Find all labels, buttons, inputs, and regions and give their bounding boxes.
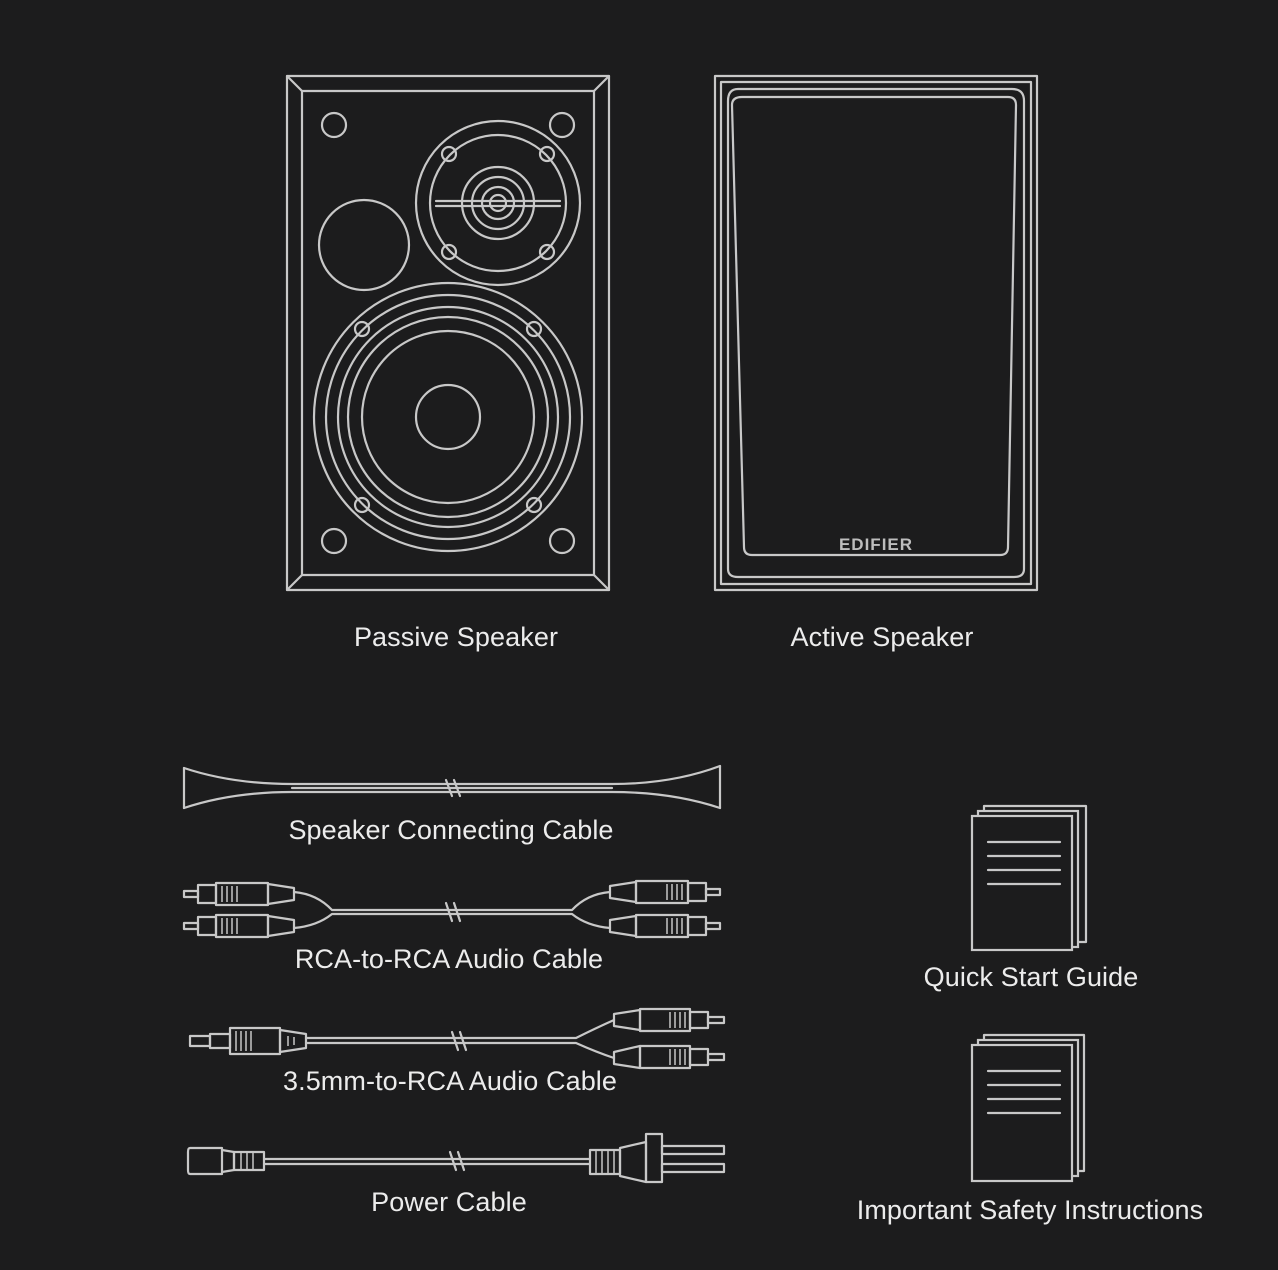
quick-start-document-icon (970, 804, 1088, 952)
power-cable-label: Power Cable (371, 1187, 527, 1217)
edifier-logo: EDIFIER (839, 535, 913, 554)
safety-instructions-label: Important Safety Instructions (856, 1195, 1204, 1225)
safety-document-icon (970, 1033, 1086, 1183)
speaker-cable-label: Speaker Connecting Cable (288, 815, 614, 845)
quick-start-guide-label: Quick Start Guide (923, 962, 1139, 992)
rca-cable-icon (182, 879, 722, 939)
passive-speaker-label: Passive Speaker (353, 622, 559, 652)
aux-rca-cable-label: 3.5mm-to-RCA Audio Cable (282, 1066, 618, 1096)
aux-rca-cable-icon (188, 1007, 726, 1070)
power-cable-icon (186, 1132, 726, 1184)
active-speaker-label: Active Speaker (790, 622, 974, 652)
speaker-cable-icon (182, 764, 722, 810)
passive-speaker-icon (285, 74, 611, 592)
active-speaker-icon: EDIFIER (713, 74, 1039, 592)
rca-cable-label: RCA-to-RCA Audio Cable (294, 944, 604, 974)
